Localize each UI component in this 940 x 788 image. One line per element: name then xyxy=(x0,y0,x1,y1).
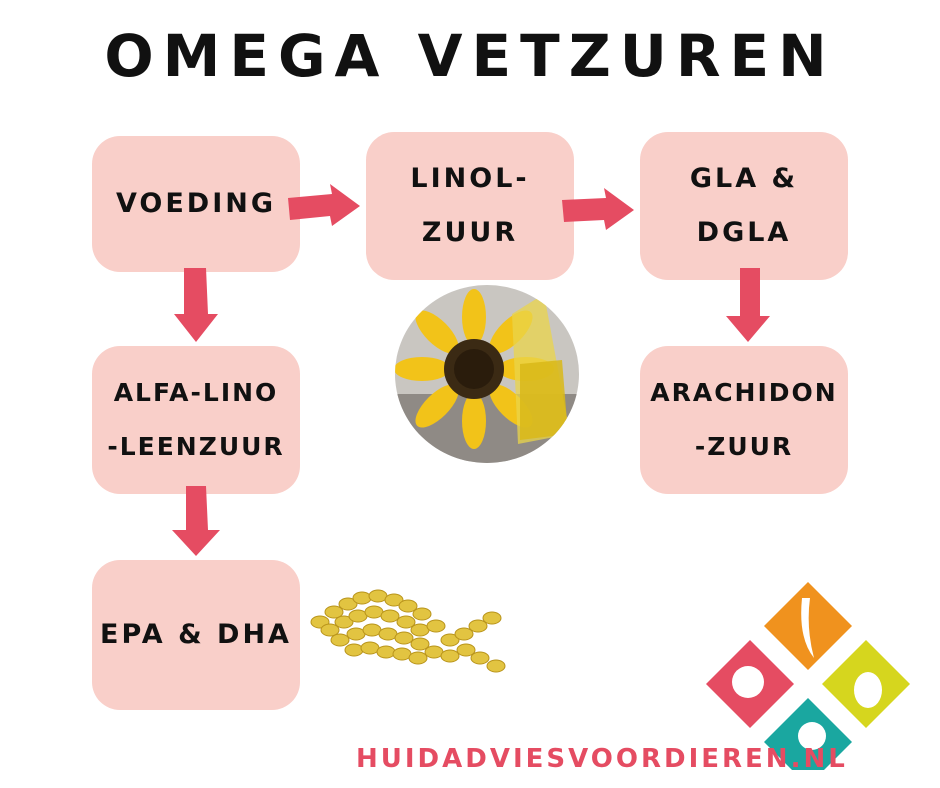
dog-icon xyxy=(732,666,764,698)
arrow-alfa-to-epa xyxy=(172,486,220,556)
box-alfa-linoleenzuur: ALFA-LINO -LEENZUUR xyxy=(92,346,300,494)
cat-icon xyxy=(798,722,826,750)
box-gla-dgla: GLA & DGLA xyxy=(640,132,848,280)
footer-website: HUIDADVIESVOORDIEREN.NL xyxy=(356,744,848,774)
arrow-voeding-to-alfa xyxy=(174,268,218,342)
box-epa-dha: EPA & DHA xyxy=(92,560,300,710)
rabbit-icon xyxy=(854,672,882,708)
page-title: OMEGA VETZUREN xyxy=(104,22,836,90)
box-arachidonzuur: ARACHIDON -ZUUR xyxy=(640,346,848,494)
fish-shaped-capsules-photo xyxy=(310,589,506,673)
box-voeding: VOEDING xyxy=(92,136,300,272)
arrow-gla-to-arachidon xyxy=(726,268,770,342)
box-linolzuur: LINOL- ZUUR xyxy=(366,132,574,280)
drop-icon xyxy=(801,598,814,658)
arrow-linol-to-gla xyxy=(562,188,634,230)
arrow-voeding-to-linol xyxy=(288,184,360,226)
huidadvies-voor-dieren-logo xyxy=(706,582,910,770)
sunflower-oil-photo xyxy=(395,285,579,463)
